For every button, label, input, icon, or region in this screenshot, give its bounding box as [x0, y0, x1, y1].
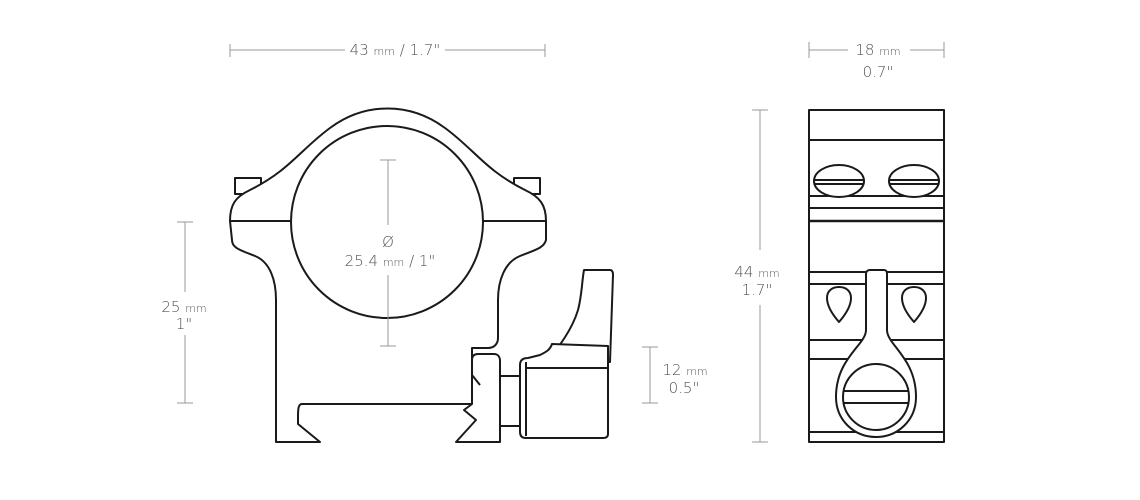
lever-knob	[519, 343, 609, 439]
width-imperial-side: 0.7"	[863, 63, 894, 81]
diameter-symbol: Ø	[382, 233, 394, 251]
width-dimension-side: 18 mm 0.7"	[808, 41, 945, 81]
tube-diameter-label: 25.4 mm / 1"	[345, 252, 436, 270]
height-imperial-side: 1.7"	[742, 281, 773, 299]
lever-screw	[842, 363, 910, 431]
tube-diameter-dimension: Ø 25.4 mm / 1"	[345, 159, 436, 347]
cutout-left	[826, 286, 852, 323]
side-view: 18 mm 0.7" 44 mm 1.7"	[734, 41, 945, 443]
ring-screw-left	[813, 164, 865, 198]
height-label-side: 44 mm	[734, 263, 779, 281]
height-dimension-side: 44 mm 1.7"	[734, 109, 780, 443]
height-dimension-front: 25 mm 1"	[161, 221, 207, 404]
height-imperial-front: 1"	[176, 315, 192, 333]
front-view: 43 mm / 1.7" Ø	[161, 41, 708, 443]
ring-body	[229, 107, 614, 443]
lever-imperial: 0.5"	[669, 379, 700, 397]
scope-tube-circle	[290, 125, 484, 319]
side-body	[808, 109, 945, 443]
width-label-side: 18 mm	[855, 41, 900, 59]
ring-screw-right	[888, 164, 940, 198]
height-label-front: 25 mm	[161, 298, 206, 316]
clamp-jaw	[455, 353, 501, 443]
lever-dimension: 12 mm 0.5"	[642, 346, 708, 404]
width-label-front: 43 mm / 1.7"	[350, 41, 441, 59]
width-dimension-front: 43 mm / 1.7"	[229, 41, 546, 59]
lever-label: 12 mm	[662, 361, 707, 379]
cutout-right	[901, 286, 927, 323]
